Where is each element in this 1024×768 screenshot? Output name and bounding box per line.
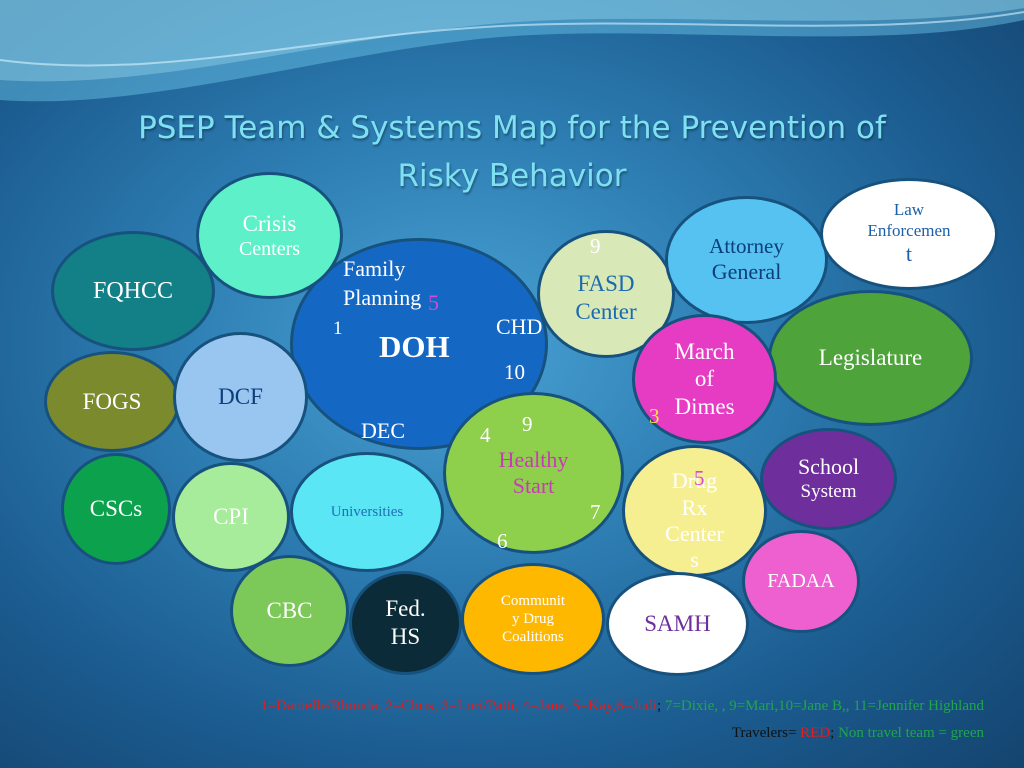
legend-line-2: Travelers= RED; Non travel team = green bbox=[732, 725, 984, 742]
doh-family-planning-line2: Planning bbox=[343, 285, 422, 310]
fedhs-line1: Fed. bbox=[385, 596, 426, 622]
healthy-num-6: 6 bbox=[497, 529, 508, 553]
doh-num-1: 1 bbox=[333, 318, 343, 339]
node-fadaa: FADAA bbox=[742, 530, 860, 633]
fasd-num-9: 9 bbox=[590, 234, 601, 258]
school-line1: School bbox=[797, 454, 860, 480]
node-fqhcc: FQHCC bbox=[51, 231, 215, 351]
node-dcf: DCF bbox=[173, 332, 308, 462]
samh-label: SAMH bbox=[644, 611, 711, 636]
universities-label: Universities bbox=[330, 503, 404, 520]
cbc-label: CBC bbox=[266, 598, 313, 623]
node-cbc: CBC bbox=[230, 555, 349, 667]
community-line1: Communit bbox=[500, 593, 566, 609]
fasd-line1: FASD bbox=[577, 271, 635, 297]
fogs-label: FOGS bbox=[82, 388, 142, 414]
drug-num-5: 5 bbox=[694, 466, 705, 490]
healthy-num-7: 7 bbox=[590, 500, 601, 524]
legend-travelers-key: Travelers= bbox=[731, 725, 801, 741]
healthy-num-9: 9 bbox=[522, 412, 533, 436]
doh-num-10: 10 bbox=[504, 360, 525, 384]
doh-chd: CHD bbox=[496, 314, 543, 339]
dcf-label: DCF bbox=[218, 384, 263, 409]
community-line2: y Drug bbox=[511, 611, 555, 627]
legend-line-1: 1=Danielle/Rhonda, 2=Chris, 3=Lori/Patti… bbox=[260, 698, 984, 715]
drug-line3: Center bbox=[665, 521, 724, 546]
legend-travelers-list: 1=Danielle/Rhonda, 2=Chris, 3=Lori/Patti… bbox=[260, 698, 658, 714]
node-doh: DOH bbox=[290, 238, 548, 450]
node-fed-hs: Fed.HS bbox=[349, 571, 462, 675]
fasd-line2: Center bbox=[575, 299, 637, 324]
march-line1: March bbox=[674, 338, 735, 364]
doh-family-planning-line1: Family bbox=[343, 256, 406, 281]
fadaa-label: FADAA bbox=[767, 570, 835, 592]
drug-line2: Rx bbox=[681, 494, 708, 520]
healthy-line2: Start bbox=[512, 473, 555, 498]
law-line1: Law bbox=[893, 200, 925, 220]
drug-line4: s bbox=[690, 547, 699, 573]
node-fogs: FOGS bbox=[44, 351, 180, 452]
doh-num-5: 5 bbox=[428, 290, 439, 315]
doh-dec: DEC bbox=[361, 418, 405, 443]
legend-separator-1: ; bbox=[657, 698, 662, 714]
attorney-line2: General bbox=[711, 259, 782, 285]
legend-green-key: Non travel team = green bbox=[834, 725, 984, 741]
healthy-line1: Healthy bbox=[498, 446, 569, 472]
march-line2: of bbox=[694, 366, 715, 392]
node-universities: Universities bbox=[290, 452, 444, 572]
cscs-label: CSCs bbox=[89, 496, 143, 521]
healthy-num-4: 4 bbox=[480, 423, 491, 447]
node-legislature: Legislature bbox=[768, 290, 973, 426]
page-title: PSEP Team & Systems Map for the Preventi… bbox=[62, 104, 962, 200]
node-cpi: CPI bbox=[172, 462, 290, 572]
law-line3: t bbox=[905, 241, 913, 267]
title-line-2: Risky Behavior bbox=[397, 158, 627, 194]
node-cscs: CSCs bbox=[61, 453, 171, 565]
law-line2: Enforcemen bbox=[867, 220, 951, 240]
fedhs-line2: HS bbox=[390, 624, 421, 649]
fqhcc-label: FQHCC bbox=[92, 277, 174, 304]
legislature-label: Legislature bbox=[818, 345, 923, 370]
legend-red-key: RED bbox=[800, 725, 831, 741]
attorney-line1: Attorney bbox=[709, 234, 784, 259]
crisis-centers-line2: Centers bbox=[238, 238, 301, 261]
legend-non-travel-list: 7=Dixie, , 9=Mari,10=Jane B,, 11=Jennife… bbox=[661, 698, 984, 714]
school-line2: System bbox=[800, 480, 857, 502]
crisis-centers-line1: Crisis bbox=[242, 210, 297, 236]
march-num-3: 3 bbox=[649, 404, 660, 428]
doh-label: DOH bbox=[379, 329, 450, 364]
title-line-1: PSEP Team & Systems Map for the Preventi… bbox=[138, 110, 886, 146]
cpi-label: CPI bbox=[213, 504, 249, 529]
march-line3: Dimes bbox=[674, 393, 735, 419]
wave-decoration bbox=[0, 0, 1024, 102]
drug-line1: Drug bbox=[671, 468, 718, 494]
community-line3: Coalitions bbox=[502, 629, 564, 645]
node-samh: SAMH bbox=[606, 572, 749, 676]
legend-separator-2: ; bbox=[830, 725, 835, 741]
